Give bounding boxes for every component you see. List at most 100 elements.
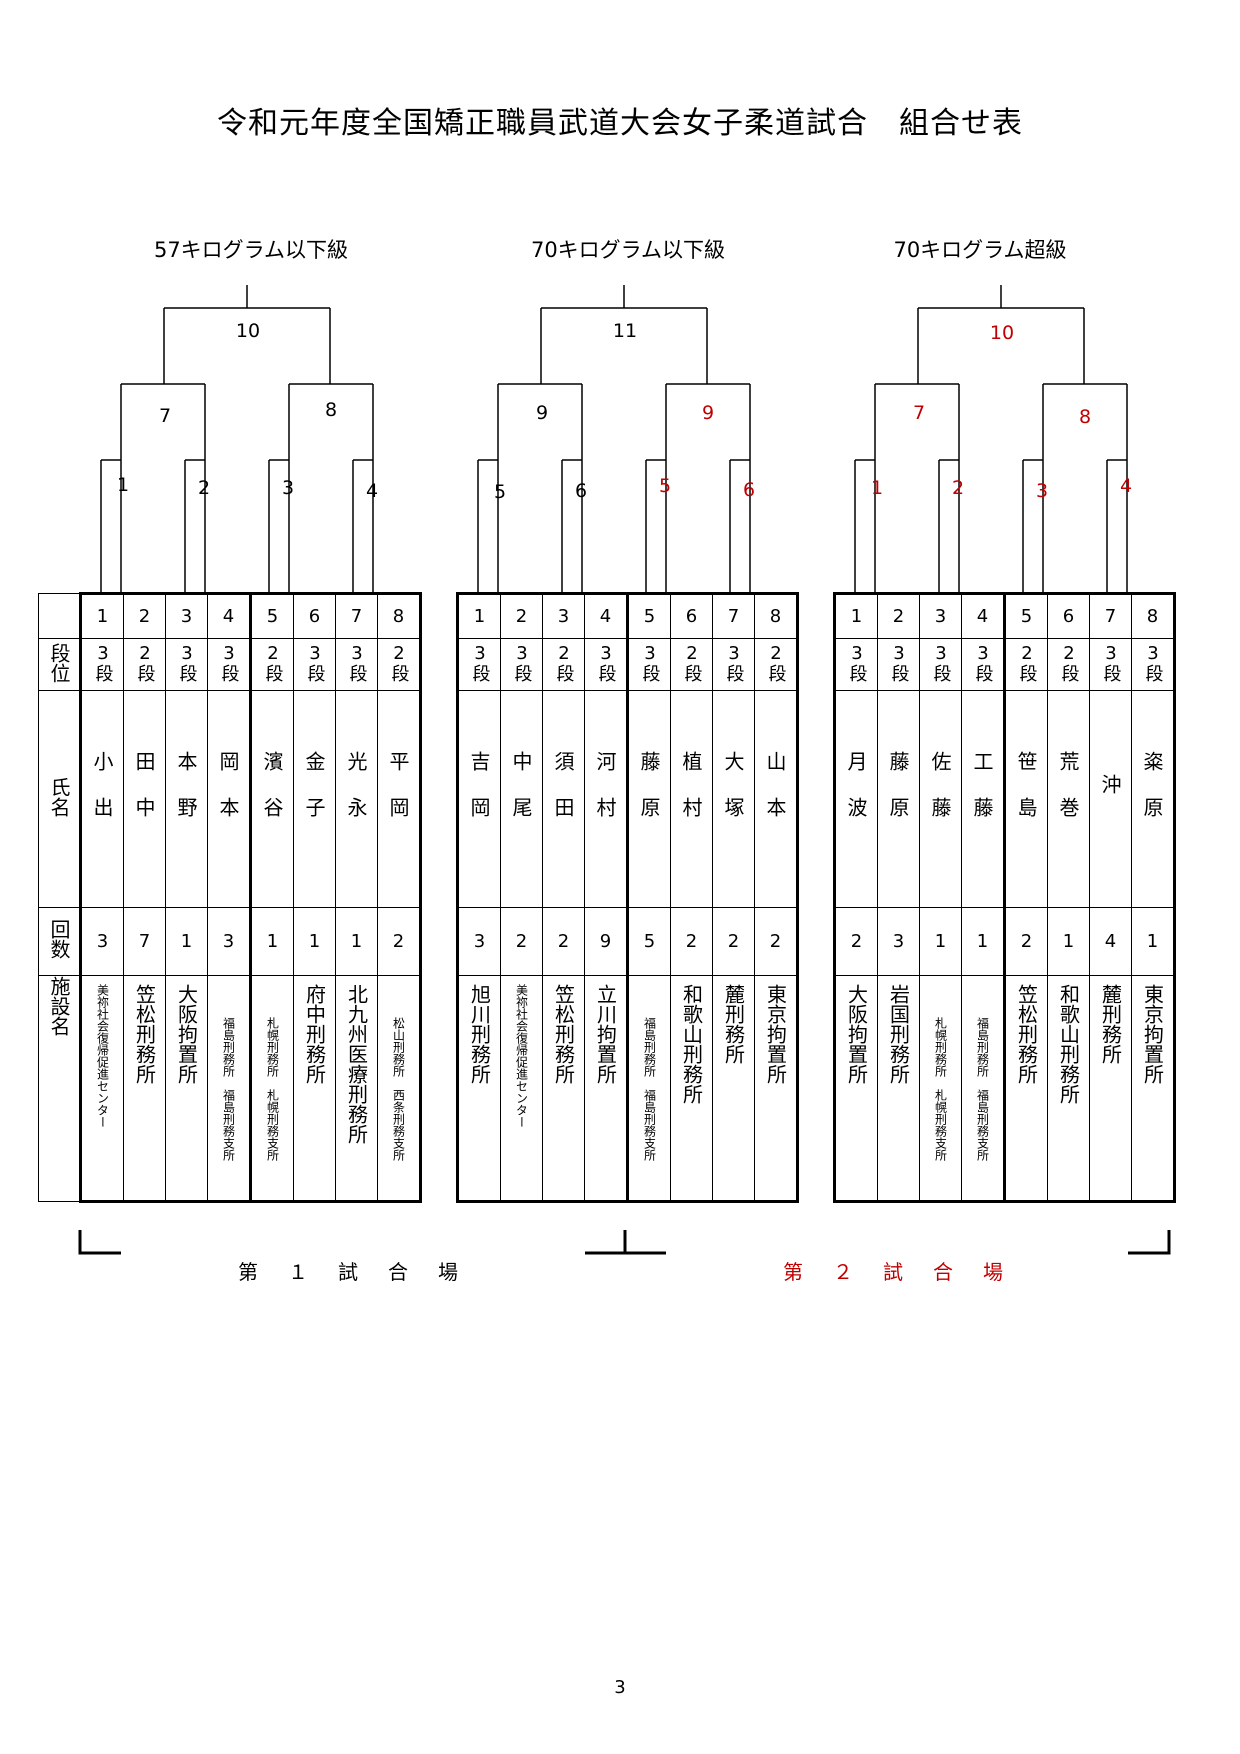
- player-facility-text: 東京拘置所: [1140, 984, 1165, 1084]
- player-facility-text: 松山刑務所 西条刑務支所: [391, 1017, 406, 1161]
- player-number-text: 4: [222, 606, 235, 627]
- player-name: 佐藤: [919, 690, 962, 908]
- player-count: 3: [456, 907, 501, 976]
- player-name: 平岡: [377, 690, 422, 908]
- player-facility-text: 東京拘置所: [763, 984, 788, 1084]
- player-name: 大塚: [712, 690, 755, 908]
- player-facility: 府中刑務所: [293, 975, 336, 1203]
- division-title-70kg: 70キログラム以下級: [530, 238, 726, 262]
- player-count-text: 4: [1104, 931, 1117, 952]
- player-count: 1: [1047, 907, 1090, 976]
- player-rank-text: 3段: [176, 643, 198, 682]
- player-name-text: 河村: [593, 751, 617, 843]
- player-facility: 札幌刑務所 札幌刑務支所: [919, 975, 962, 1203]
- player-rank-text: 3段: [218, 643, 240, 682]
- player-count: 4: [1089, 907, 1132, 976]
- arena-2-label: 第２試合場: [783, 1260, 1033, 1284]
- player-facility-text: 和歌山刑務所: [1056, 984, 1081, 1104]
- match-number-final: 11: [612, 320, 638, 342]
- player-rank: 2段: [377, 638, 422, 691]
- match-number-r1: 5: [493, 481, 507, 503]
- player-count-text: 5: [643, 931, 656, 952]
- player-rank-text: 3段: [304, 643, 326, 682]
- player-facility-text: 岩国刑務所: [886, 984, 911, 1084]
- player-count-text: 1: [308, 931, 321, 952]
- player-facility-text: 府中刑務所: [302, 984, 327, 1084]
- match-number-r1: 6: [742, 479, 756, 501]
- player-number: 5: [627, 592, 671, 639]
- player-count: 1: [1131, 907, 1176, 976]
- player-count-text: 7: [138, 931, 151, 952]
- player-number-text: 1: [850, 606, 863, 627]
- player-name: 中尾: [500, 690, 543, 908]
- player-rank: 2段: [542, 638, 585, 691]
- player-number-text: 8: [769, 606, 782, 627]
- player-rank-text: 3段: [469, 643, 491, 682]
- row-label-text: 段位: [47, 642, 71, 683]
- player-facility-text: 麓刑務所: [1098, 984, 1123, 1064]
- player-rank: 3段: [79, 638, 124, 691]
- player-rank: 2段: [1004, 638, 1048, 691]
- match-number-r1: 2: [197, 477, 211, 499]
- player-count: 2: [712, 907, 755, 976]
- player-facility: 麓刑務所: [1089, 975, 1132, 1203]
- player-count-text: 2: [850, 931, 863, 952]
- player-count: 1: [961, 907, 1006, 976]
- player-name-text: 小出: [90, 751, 114, 843]
- player-rank-text: 2段: [1058, 643, 1080, 682]
- player-rank-text: 3段: [511, 643, 533, 682]
- player-number: 5: [1004, 592, 1048, 639]
- player-name: 本野: [165, 690, 208, 908]
- player-number-text: 7: [1104, 606, 1117, 627]
- row-label-name: 氏名: [38, 690, 81, 908]
- row-label-text: 回数: [47, 919, 71, 959]
- player-count: 1: [165, 907, 208, 976]
- player-name: 須田: [542, 690, 585, 908]
- player-count-text: 1: [180, 931, 193, 952]
- player-number: 3: [542, 592, 585, 639]
- row-label-text: 施設名: [47, 976, 71, 1036]
- player-name: 沖: [1089, 690, 1132, 908]
- player-rank-text: 2段: [388, 643, 410, 682]
- player-rank-text: 3段: [639, 643, 661, 682]
- page-title: 令和元年度全国矯正職員武道大会女子柔道試合 組合せ表: [217, 106, 1023, 141]
- player-rank: 3段: [961, 638, 1006, 691]
- player-facility-text: 和歌山刑務所: [679, 984, 704, 1104]
- player-rank: 3段: [877, 638, 920, 691]
- player-name-text: 須田: [551, 751, 575, 843]
- player-count: 1: [335, 907, 378, 976]
- player-facility-text: 福島刑務所 福島刑務支所: [975, 1017, 990, 1161]
- match-number-r1: 4: [365, 480, 379, 502]
- row-label-text: 氏名: [47, 777, 71, 817]
- player-number: 3: [919, 592, 962, 639]
- player-facility: 美祢社会復帰促進センター: [500, 975, 543, 1203]
- player-number: 6: [293, 592, 336, 639]
- player-rank: 3段: [627, 638, 671, 691]
- player-name-text: 金子: [302, 751, 326, 843]
- player-facility-text: 北九州医療刑務所: [344, 984, 369, 1144]
- player-name-text: 沖: [1098, 774, 1122, 820]
- player-rank: 3段: [712, 638, 755, 691]
- arena-1-label: 第１試合場: [238, 1260, 488, 1284]
- player-name-text: 月波: [844, 751, 868, 843]
- player-number-text: 3: [557, 606, 570, 627]
- player-count: 2: [500, 907, 543, 976]
- player-number-text: 2: [138, 606, 151, 627]
- player-count-text: 3: [473, 931, 486, 952]
- player-count-text: 1: [1062, 931, 1075, 952]
- player-facility: 札幌刑務所 札幌刑務支所: [250, 975, 294, 1203]
- player-count-text: 1: [934, 931, 947, 952]
- player-rank: 2段: [754, 638, 799, 691]
- player-number: 1: [456, 592, 501, 639]
- match-number-r1: 1: [116, 474, 130, 496]
- player-facility: 福島刑務所 福島刑務支所: [207, 975, 252, 1203]
- row-label-rank: 段位: [38, 638, 81, 691]
- player-facility-text: 立川拘置所: [593, 984, 618, 1084]
- player-number-text: 3: [934, 606, 947, 627]
- player-facility: 東京拘置所: [754, 975, 799, 1203]
- player-name: 藤原: [877, 690, 920, 908]
- match-number-r1: 6: [574, 480, 588, 502]
- player-name-text: 植村: [679, 751, 703, 843]
- player-count-text: 1: [976, 931, 989, 952]
